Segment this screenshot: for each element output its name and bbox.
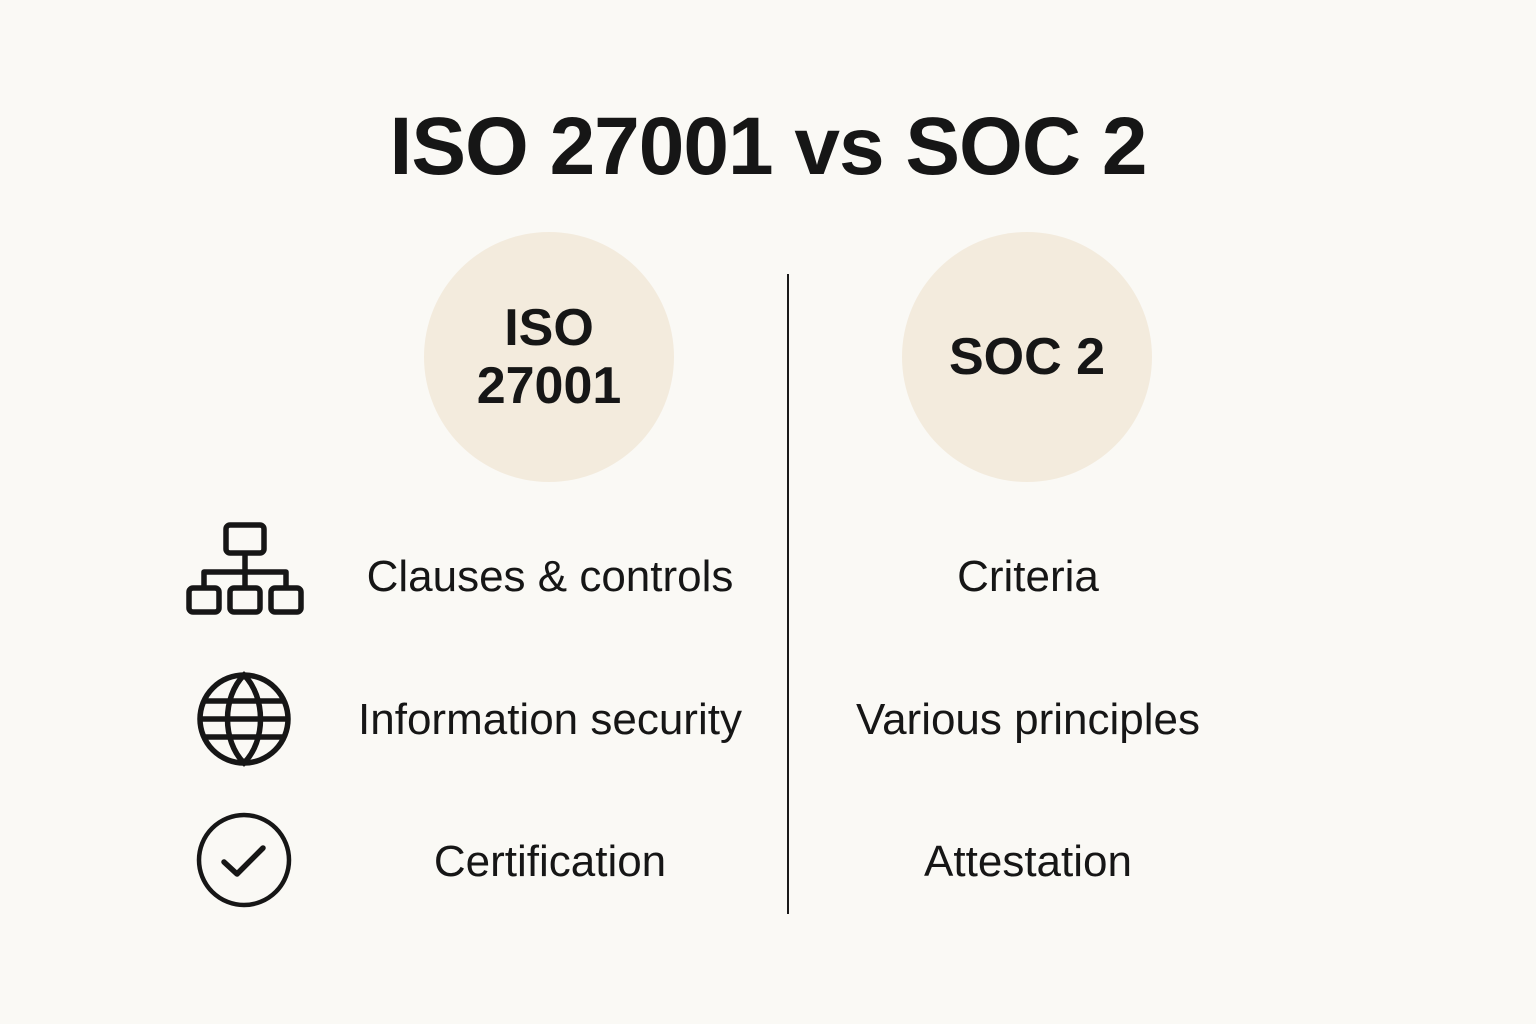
iso-row-outcome: Certification	[433, 837, 667, 886]
iso-badge-line1: ISO	[504, 299, 594, 357]
page-title: ISO 27001 vs SOC 2	[389, 101, 1148, 192]
iso-row-structure: Clauses & controls	[366, 552, 734, 601]
soc-2-badge: SOC 2	[902, 232, 1152, 482]
column-divider	[787, 274, 789, 914]
hierarchy-icon	[184, 520, 306, 616]
check-circle-icon	[196, 812, 292, 908]
iso-27001-badge: ISO 27001	[424, 232, 674, 482]
soc-row-outcome: Attestation	[924, 837, 1132, 886]
soc-row-scope: Various principles	[855, 695, 1200, 744]
globe-icon	[196, 671, 292, 767]
soc-badge-label: SOC 2	[948, 328, 1106, 386]
iso-row-scope: Information security	[358, 695, 742, 744]
soc-row-structure: Criteria	[957, 552, 1099, 601]
iso-badge-line2: 27001	[476, 357, 622, 415]
